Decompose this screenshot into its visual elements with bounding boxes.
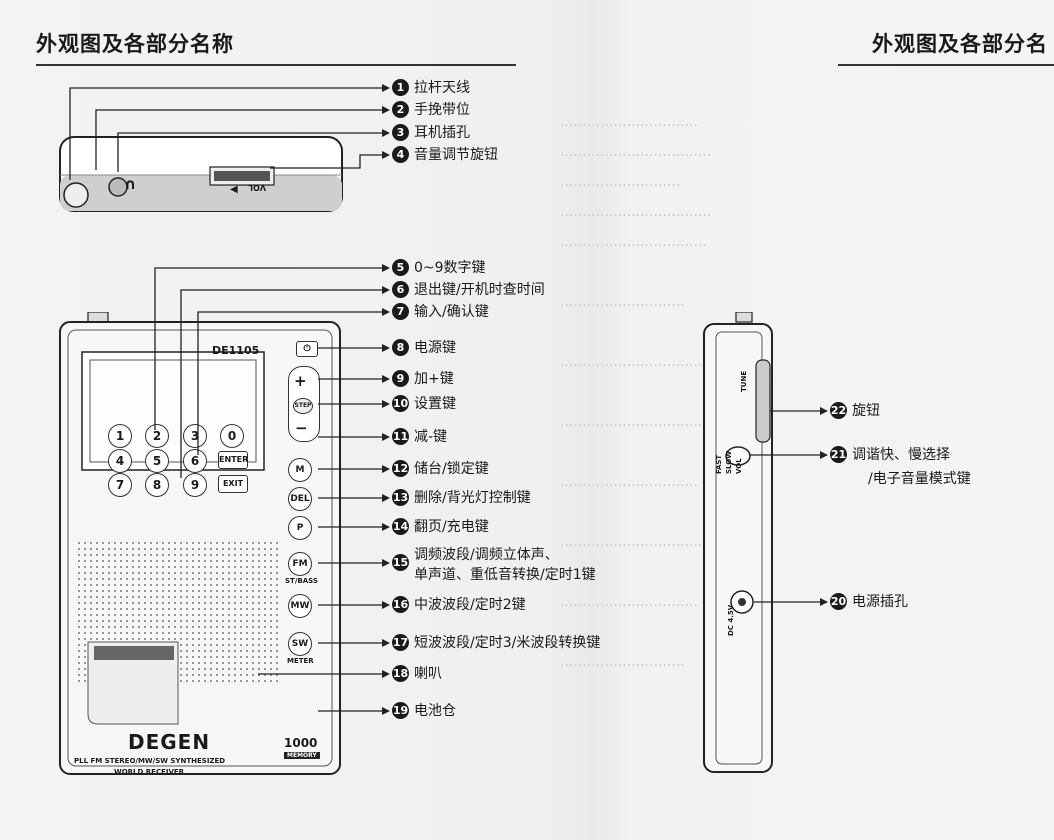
step-button[interactable]: STEP — [293, 398, 313, 414]
radio-side-view — [703, 312, 773, 773]
key-6[interactable]: 6 — [183, 449, 207, 473]
key-4[interactable]: 4 — [108, 449, 132, 473]
label-digits: 0~9数字键 — [414, 260, 486, 276]
callout-number-2: 2 — [392, 101, 409, 118]
model-label: DE1105 — [212, 344, 260, 357]
callout-number-9: 9 — [392, 370, 409, 387]
key-7[interactable]: 7 — [108, 473, 132, 497]
callout-number-16: 16 — [392, 596, 409, 613]
callout-number-6: 6 — [392, 281, 409, 298]
callout-number-17: 17 — [392, 634, 409, 651]
label-tuning-speed: 调谐快、慢选择 — [852, 447, 950, 463]
label-tuning-speed-line2: /电子音量模式键 — [868, 471, 971, 487]
callout-number-12: 12 — [392, 460, 409, 477]
callout-number-15: 15 — [392, 554, 409, 571]
label-page: 翻页/充电键 — [414, 519, 489, 535]
exit-button[interactable]: EXIT — [218, 475, 248, 493]
fast-label: FAST — [715, 454, 723, 474]
m-button[interactable]: M — [288, 458, 312, 482]
label-fm-line2: 单声道、重低音转换/定时1键 — [414, 567, 596, 583]
callout-number-18: 18 — [392, 665, 409, 682]
callout-number-5: 5 — [392, 259, 409, 276]
label-sw: 短波波段/定时3/米波段转换键 — [414, 635, 601, 651]
callout-number-20: 20 — [830, 593, 847, 610]
headphone-icon: ∩ — [124, 175, 137, 193]
del-button[interactable]: DEL — [288, 487, 312, 511]
vol-arrow-icon: ◀ — [230, 184, 238, 195]
label-power-jack: 电源插孔 — [852, 594, 908, 610]
mw-button[interactable]: MW — [288, 594, 312, 618]
label-mw: 中波波段/定时2键 — [414, 597, 526, 613]
label-plus: 加+键 — [414, 371, 454, 387]
callout-number-4: 4 — [392, 146, 409, 163]
key-9[interactable]: 9 — [183, 473, 207, 497]
label-minus: 减-键 — [414, 429, 448, 445]
label-knob: 旋钮 — [852, 403, 880, 419]
key-3[interactable]: 3 — [183, 424, 207, 448]
callout-number-14: 14 — [392, 518, 409, 535]
label-headphone: 耳机插孔 — [414, 125, 470, 141]
dc-label: DC 4.5V — [727, 604, 735, 636]
callout-number-1: 1 — [392, 79, 409, 96]
callout-number-22: 22 — [830, 402, 847, 419]
brand-logo: DEGEN — [128, 730, 211, 754]
label-exit: 退出键/开机时查时间 — [414, 282, 545, 298]
label-strap: 手挽带位 — [414, 102, 470, 118]
meter-label: METER — [287, 657, 314, 665]
brand-subtitle-2: WORLD RECEIVER — [114, 768, 185, 776]
label-memory: 储台/锁定键 — [414, 461, 489, 477]
vol-label: VOL — [248, 183, 266, 192]
memory-number: 1000 — [284, 736, 318, 750]
key-1[interactable]: 1 — [108, 424, 132, 448]
plus-button[interactable]: + — [294, 372, 307, 390]
page-title-right: 外观图及各部分名 — [872, 32, 1048, 56]
key-8[interactable]: 8 — [145, 473, 169, 497]
page-title-left: 外观图及各部分名称 — [36, 32, 234, 56]
radio-top-view — [59, 136, 343, 212]
callout-number-21: 21 — [830, 446, 847, 463]
label-delete: 删除/背光灯控制键 — [414, 490, 531, 506]
callout-number-19: 19 — [392, 702, 409, 719]
label-fm-line1: 调频波段/调频立体声、 — [414, 547, 559, 563]
callout-number-8: 8 — [392, 339, 409, 356]
label-step: 设置键 — [414, 396, 456, 412]
memory-badge: MEMORY — [284, 752, 320, 759]
title-rule-left — [36, 64, 516, 66]
brand-subtitle-1: PLL FM STEREO/MW/SW SYNTHESIZED — [74, 757, 226, 765]
fm-button[interactable]: FM — [288, 552, 312, 576]
key-0[interactable]: 0 — [220, 424, 244, 448]
label-antenna: 拉杆天线 — [414, 80, 470, 96]
callout-number-11: 11 — [392, 428, 409, 445]
label-battery: 电池仓 — [414, 703, 456, 719]
key-2[interactable]: 2 — [145, 424, 169, 448]
label-volume: 音量调节旋钮 — [414, 147, 498, 163]
callout-number-3: 3 — [392, 124, 409, 141]
label-enter: 输入/确认键 — [414, 304, 489, 320]
slow-label: SLOW — [725, 451, 733, 474]
callout-number-13: 13 — [392, 489, 409, 506]
label-power: 电源键 — [414, 340, 456, 356]
key-5[interactable]: 5 — [145, 449, 169, 473]
title-rule-right — [838, 64, 1054, 66]
side-vol-label: VOL — [735, 458, 743, 474]
label-speaker: 喇叭 — [414, 666, 442, 682]
tune-label: TUNE — [740, 370, 748, 392]
callout-number-10: 10 — [392, 395, 409, 412]
enter-button[interactable]: ENTER — [218, 451, 248, 469]
stbass-label: ST/BASS — [285, 577, 318, 585]
p-button[interactable]: P — [288, 516, 312, 540]
callout-number-7: 7 — [392, 303, 409, 320]
minus-button[interactable]: − — [295, 419, 308, 437]
sw-button[interactable]: SW — [288, 632, 312, 656]
power-button[interactable]: ⏻ — [296, 341, 318, 357]
